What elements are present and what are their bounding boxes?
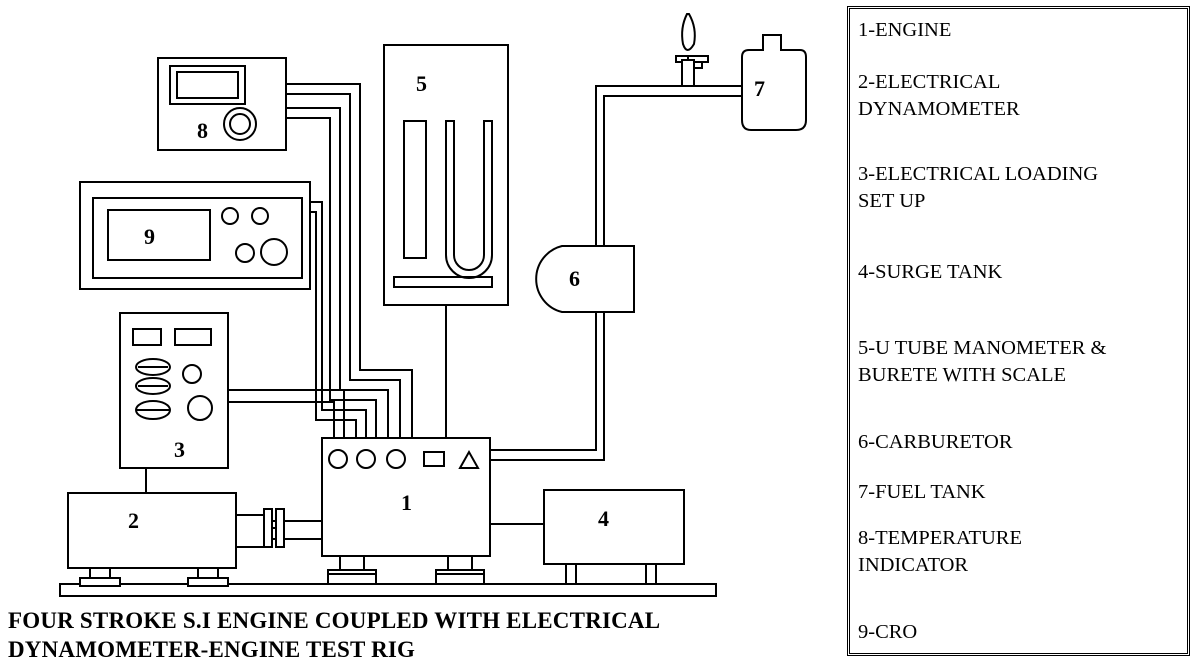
legend-item-loading: 3-ELECTRICAL LOADING SET UP (858, 163, 1099, 212)
label-4: 4 (598, 506, 609, 531)
engine: 1 (321, 437, 491, 585)
legend-item-temperature: 8-TEMPERATURE INDICATOR (858, 527, 1022, 576)
dynamometer: 2 (67, 492, 273, 587)
temperature-indicator: 8 (157, 57, 287, 151)
surge-tank: 4 (543, 489, 685, 584)
label-8: 8 (197, 118, 208, 143)
caption-line-1: FOUR STROKE S.I ENGINE COUPLED WITH ELEC… (8, 608, 661, 633)
label-9: 9 (144, 224, 155, 249)
diagram-caption: FOUR STROKE S.I ENGINE COUPLED WITH ELEC… (8, 606, 808, 664)
legend-item-dynamometer: 2-ELECTRICAL DYNAMOMETER (858, 71, 1020, 120)
vent-burner (681, 13, 696, 87)
legend-box: 1-ENGINE 2-ELECTRICAL DYNAMOMETER 3-ELEC… (847, 6, 1190, 656)
legend-item-cro: 9-CRO (858, 621, 918, 643)
fuel-line (490, 85, 742, 461)
label-5: 5 (416, 71, 427, 96)
legend-item-manometer: 5-U TUBE MANOMETER & BURETE WITH SCALE (858, 337, 1107, 386)
wires-loading (228, 389, 345, 440)
label-3: 3 (174, 437, 185, 462)
caption-line-2: DYNAMOMETER-ENGINE TEST RIG (8, 637, 416, 662)
cro: 9 (79, 181, 311, 290)
shaft-coupling (263, 508, 323, 548)
engine-test-rig-diagram: 2 3 9 8 (59, 13, 807, 597)
legend-item-engine: 1-ENGINE (858, 19, 952, 41)
carburetor: 6 (535, 245, 635, 313)
base-platform (59, 583, 717, 597)
label-7: 7 (754, 76, 765, 101)
legend-item-fuel-tank: 7-FUEL TANK (858, 481, 986, 503)
manometer: 5 (383, 44, 509, 440)
label-2: 2 (128, 508, 139, 533)
wires-cro (310, 201, 367, 440)
legend-item-carburetor: 6-CARBURETOR (858, 431, 1013, 453)
loading-setup: 3 (119, 312, 229, 493)
label-1: 1 (401, 490, 412, 515)
fuel-tank: 7 (675, 34, 807, 131)
label-6: 6 (569, 266, 580, 291)
legend-item-surge-tank: 4-SURGE TANK (858, 261, 1003, 283)
